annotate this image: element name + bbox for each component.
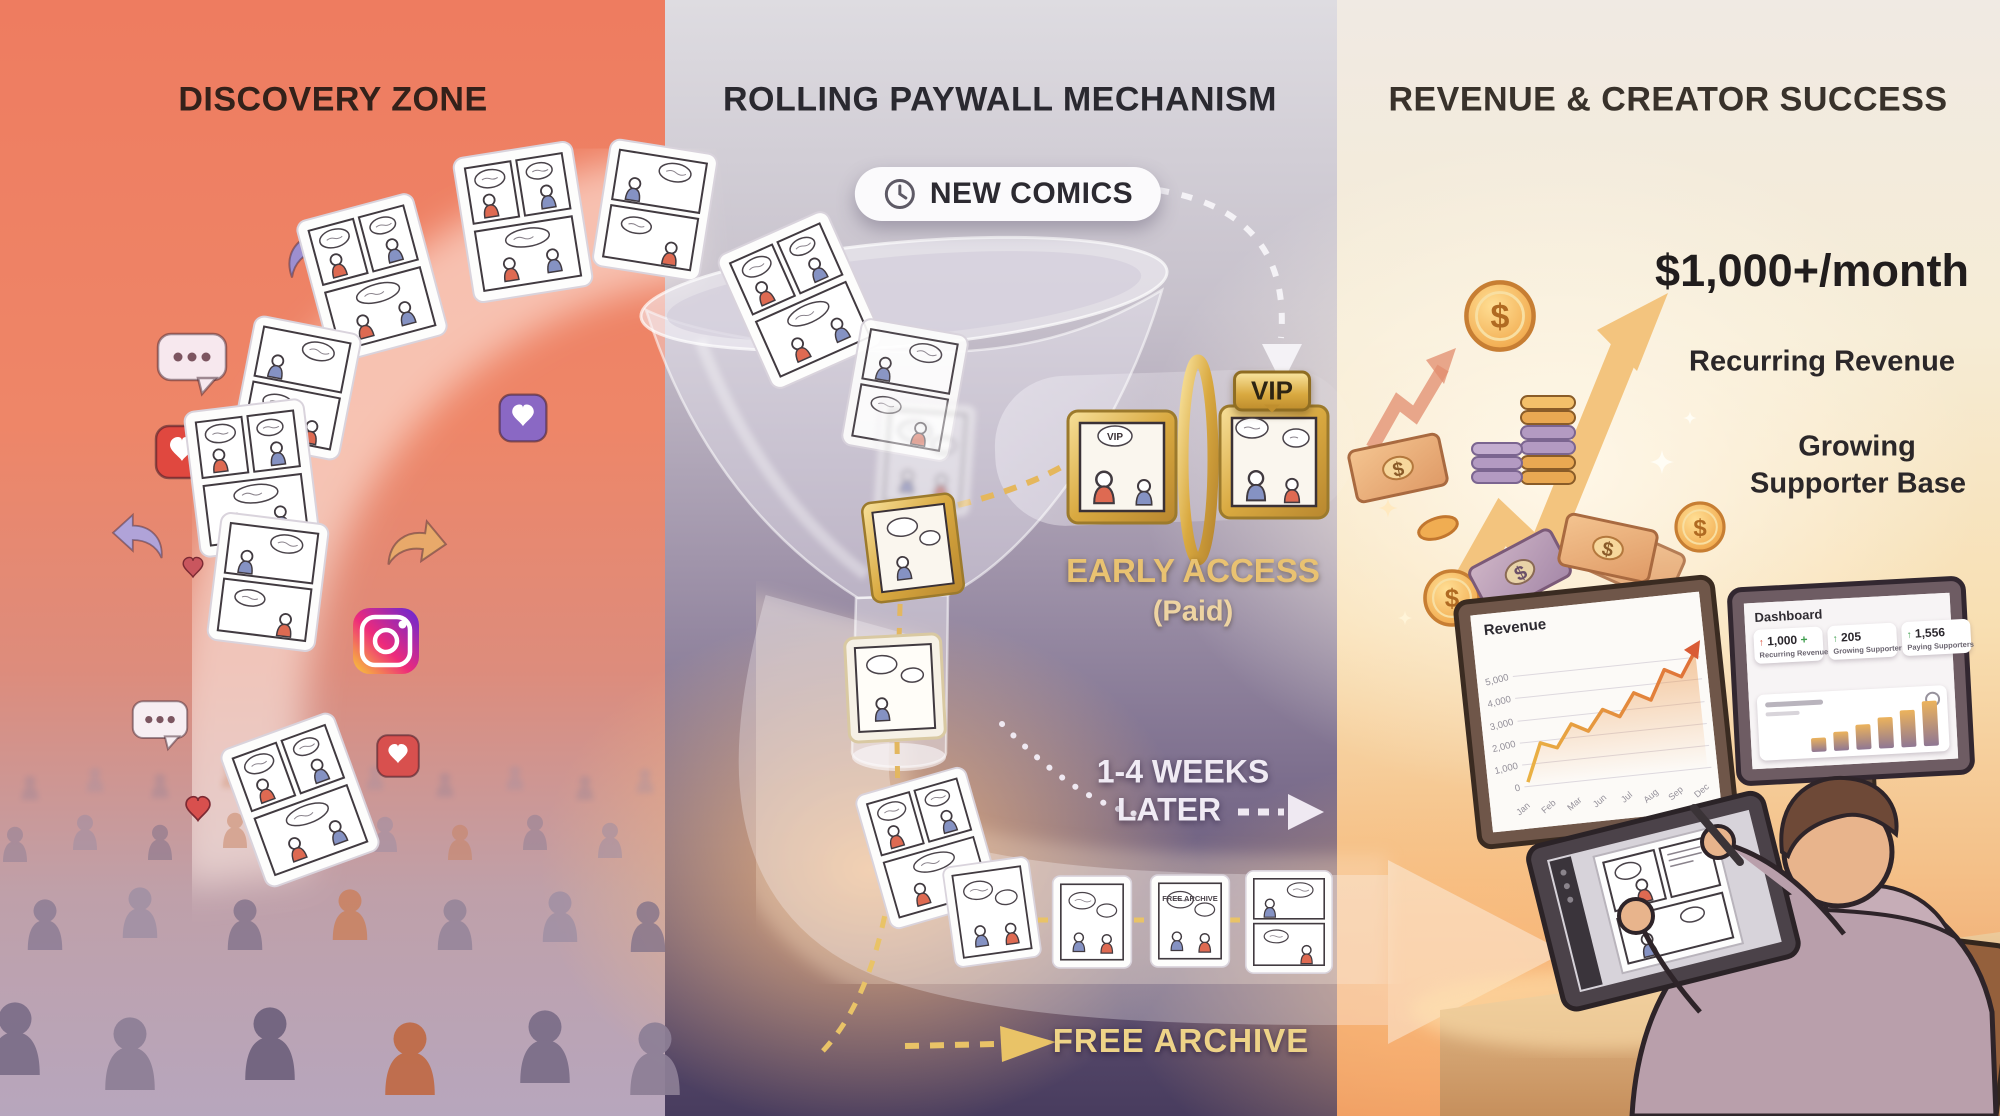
stat-card-recurring-revenue[interactable]: ↑ 1,000 + Recurring Revenue [1753, 626, 1828, 665]
stat-card-paying-supporters[interactable]: ↑ 1,556 Paying Supporters [1900, 618, 1974, 657]
svg-text:$: $ [1491, 298, 1510, 336]
early-access-paid-label: (Paid) [1152, 595, 1234, 628]
svg-text:Jan: Jan [1514, 800, 1532, 817]
up-arrow-icon: ↑ [1758, 637, 1765, 649]
new-comics-label: NEW COMICS [929, 177, 1134, 210]
stat-card-supporter-base[interactable]: ↑ 205 Growing Supporter Base [1827, 622, 1922, 661]
svg-text:$: $ [1693, 515, 1707, 542]
svg-text:Sep: Sep [1666, 784, 1685, 802]
coin-stack [1471, 395, 1576, 485]
svg-text:4,000: 4,000 [1486, 694, 1512, 710]
dashboard-stat-cards: ↑ 1,000 + Recurring Revenue ↑ 205 Growin… [1753, 618, 1974, 665]
coin-edge-icon [1417, 515, 1459, 541]
free-archive-label: FREE ARCHIVE [1052, 1022, 1310, 1059]
svg-text:Aug: Aug [1641, 787, 1660, 805]
supporters-bar-chart [1811, 700, 1939, 753]
svg-text:$: $ [1391, 458, 1406, 482]
weeks-later-line1: 1-4 WEEKS [1096, 753, 1270, 790]
vip-badge: VIP [1233, 370, 1311, 412]
growing-label-line1: Growing [1798, 430, 1916, 463]
discovery-zone-title: DISCOVERY ZONE [178, 80, 488, 119]
dashboard-title: Dashboard [1754, 606, 1823, 625]
dashboard-bar-panel [1756, 685, 1950, 761]
clock-icon [884, 179, 915, 209]
new-comics-pill: NEW COMICS [854, 167, 1162, 221]
recurring-revenue-label: Recurring Revenue [1689, 345, 1955, 378]
svg-text:Feb: Feb [1539, 798, 1557, 816]
revenue-chart: 5,000 4,000 3,000 2,000 1,000 0 Jan Feb … [1484, 640, 1712, 817]
svg-text:Mar: Mar [1565, 795, 1583, 813]
svg-text:5,000: 5,000 [1484, 672, 1510, 688]
early-access-label: EARLY ACCESS [1066, 552, 1320, 589]
svg-text:$: $ [1600, 538, 1615, 562]
success-zone-title: REVENUE & CREATOR SUCCESS [1388, 80, 1948, 119]
svg-text:$: $ [1445, 583, 1460, 613]
growing-label-line2: Supporter Base [1750, 467, 1966, 500]
paywall-gate-ring [1177, 354, 1219, 566]
free-archive-bubble-text: FREE ARCHIVE [1162, 894, 1218, 903]
weeks-later-line2: LATER [1116, 791, 1222, 828]
svg-text:0: 0 [1514, 783, 1522, 795]
svg-text:3,000: 3,000 [1489, 717, 1515, 733]
growth-arrow-icon [1366, 364, 1449, 452]
vip-bubble-text: VIP [1107, 432, 1123, 443]
weeks-later-path [999, 721, 1324, 830]
new-comics-path [1157, 187, 1302, 384]
monthly-revenue-headline: $1,000+/month [1655, 245, 1969, 296]
svg-text:Jun: Jun [1591, 792, 1609, 809]
panel-subtitle-squiggle [1765, 710, 1800, 717]
paywall-comic-cards [715, 209, 1332, 973]
svg-text:2,000: 2,000 [1491, 739, 1517, 755]
svg-text:Jul: Jul [1619, 790, 1634, 805]
paywall-zone-title: ROLLING PAYWALL MECHANISM [723, 80, 1277, 119]
early-access-panels: VIP [1066, 354, 1330, 566]
svg-text:Dec: Dec [1692, 781, 1711, 799]
up-arrow-icon: ↑ [1906, 629, 1912, 642]
dashboard-screen: Dashboard ↑ 1,000 + Recurring Revenue ↑ … [1743, 592, 1974, 770]
up-arrow-icon: ↑ [1832, 633, 1839, 645]
revenue-screen: Revenue 5,000 4,000 3,000 2,000 1,000 0 … [1470, 591, 1722, 833]
svg-text:1,000: 1,000 [1493, 761, 1519, 777]
